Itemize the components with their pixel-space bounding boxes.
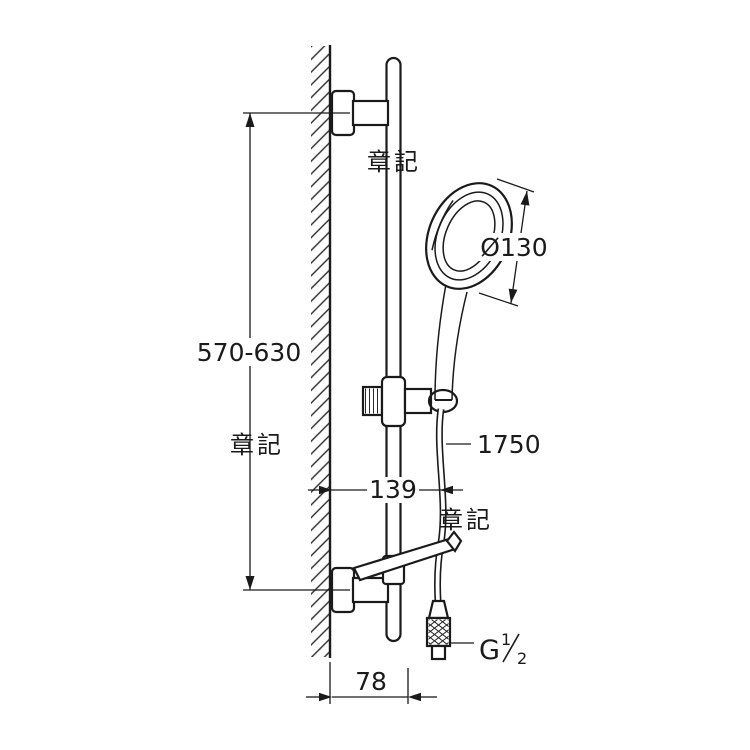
dim-wall-distance: 78	[306, 662, 437, 704]
mounting-height-label: 570-630	[197, 338, 301, 367]
dim-head-diameter: Ø130	[467, 178, 561, 307]
rail-offset-label: 139	[369, 475, 417, 504]
watermarks: 章記 章記 章記	[230, 148, 493, 534]
connector-cone	[427, 599, 450, 620]
tray-lip	[445, 530, 463, 553]
thread-denominator: 2	[517, 649, 527, 668]
fraction-slash	[502, 633, 520, 663]
slider-holder	[361, 375, 459, 428]
watermark-top: 章記	[367, 148, 421, 176]
slider-body	[380, 375, 407, 428]
hose-connector	[425, 599, 452, 661]
holder-arm	[403, 387, 433, 415]
hose-length-label: 1750	[477, 430, 541, 459]
watermark-bottom: 章記	[439, 506, 493, 534]
dim-mounting-height: 570-630	[196, 112, 350, 591]
thread-nipple	[430, 644, 447, 661]
dim-rail-offset: 139	[308, 475, 463, 504]
dim-hose-length: 1750	[446, 430, 541, 459]
thread-size-label: G 1 2	[451, 630, 527, 668]
thread-numerator: 1	[501, 630, 511, 649]
head-diameter-label: Ø130	[480, 233, 547, 262]
shelf-tray	[352, 530, 463, 586]
thread-prefix: G	[479, 635, 500, 666]
wall	[311, 45, 332, 658]
shower-handle	[434, 283, 468, 401]
wall-hatching	[311, 46, 330, 657]
head-shading-arc	[431, 200, 454, 251]
watermark-middle: 章記	[230, 431, 284, 459]
wall-distance-label: 78	[355, 667, 387, 696]
shower-hose	[433, 408, 447, 602]
